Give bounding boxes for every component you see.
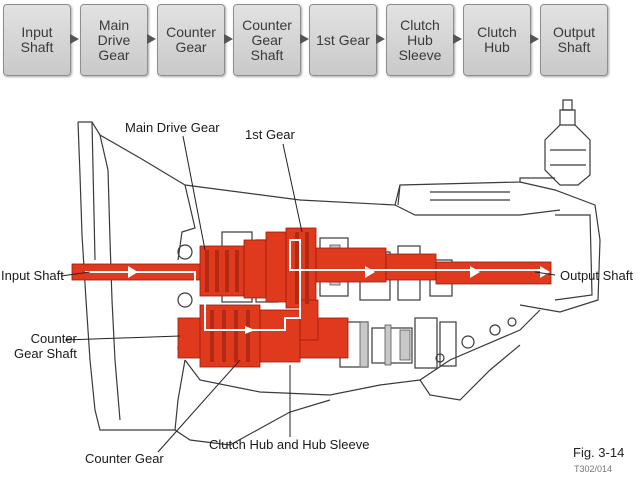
flow-arrow-icon: [530, 34, 539, 44]
label-1st-gear: 1st Gear: [245, 127, 295, 142]
flow-arrow-icon: [70, 34, 79, 44]
label-input-shaft: Input Shaft: [1, 268, 64, 283]
flow-step-input-shaft: Input Shaft: [3, 4, 71, 76]
flow-step-main-drive-gear: Main Drive Gear: [80, 4, 148, 76]
flow-arrow-icon: [453, 34, 462, 44]
flow-arrow-icon: [376, 34, 385, 44]
flow-step-counter-gear-shaft: Counter Gear Shaft: [233, 4, 301, 76]
power-flow-chain: Input Shaft Main Drive Gear Counter Gear…: [0, 0, 638, 80]
flow-arrow-icon: [300, 34, 309, 44]
figure-number: Fig. 3-14: [573, 445, 625, 460]
figure-code: T302/014: [574, 464, 613, 474]
label-output-shaft: Output Shaft: [560, 268, 633, 283]
flow-step-output-shaft: Output Shaft: [540, 4, 608, 76]
label-main-drive-gear: Main Drive Gear: [125, 120, 220, 135]
flow-arrow-icon: [147, 34, 156, 44]
label-counter-gear-shaft: Counter Gear Shaft: [14, 331, 77, 361]
flow-step-counter-gear: Counter Gear: [157, 4, 225, 76]
label-counter-gear: Counter Gear: [85, 451, 164, 466]
flow-step-clutch-hub: Clutch Hub: [463, 4, 531, 76]
flow-step-clutch-hub-sleeve: Clutch Hub Sleeve: [386, 4, 454, 76]
flow-arrow-icon: [224, 34, 233, 44]
label-clutch-hub-and-hub-sleeve: Clutch Hub and Hub Sleeve: [209, 437, 370, 452]
flow-step-1st-gear: 1st Gear: [309, 4, 377, 76]
